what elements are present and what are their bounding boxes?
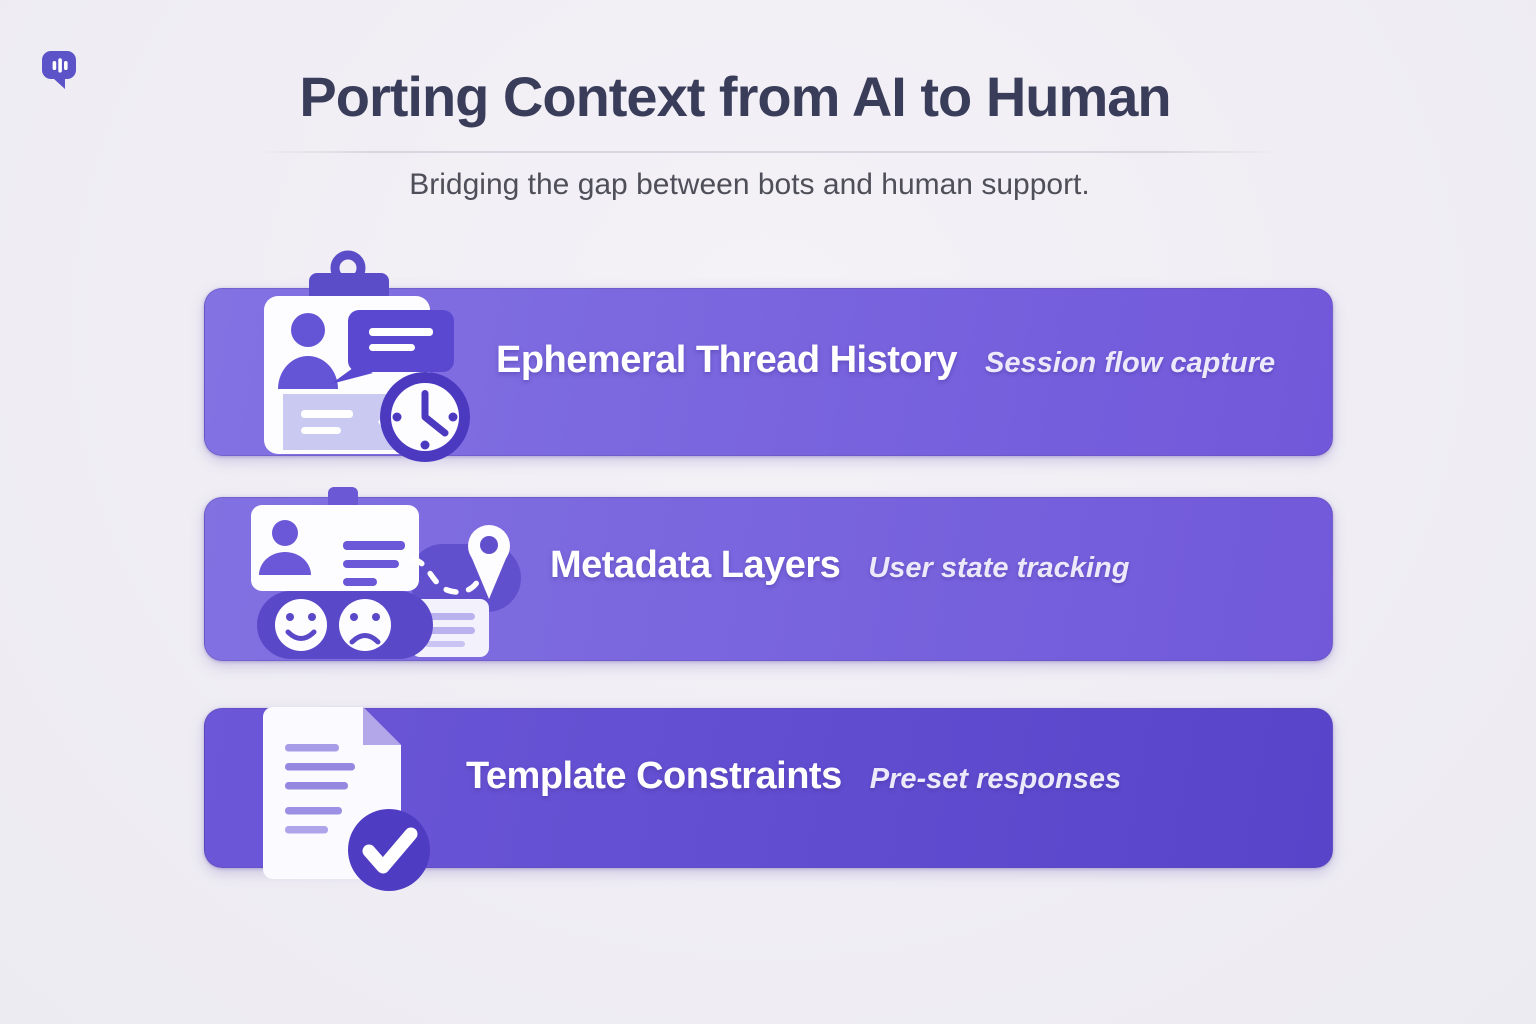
banner-subtitle: Session flow capture — [985, 347, 1276, 379]
user-avatar-icon — [272, 520, 298, 546]
banner-subtitle: Pre-set responses — [869, 763, 1122, 795]
document-checkmark-illustration — [263, 707, 430, 891]
clock-icon — [380, 372, 470, 462]
clipboard-chat-clock-illustration — [264, 250, 470, 462]
folded-corner — [363, 707, 401, 745]
feature-banner-metadata-layers: Metadata Layers User state tracking — [204, 487, 1333, 661]
location-pin-icon — [468, 525, 510, 599]
feature-banner-template-constraints: Template Constraints Pre-set responses — [204, 707, 1333, 891]
note-ribbon-icon — [283, 394, 399, 450]
page-title: Porting Context from AI to Human — [299, 65, 1171, 128]
happy-face-icon — [275, 599, 327, 651]
banner-title: Template Constraints — [466, 755, 842, 797]
header-divider — [250, 151, 1286, 153]
feature-banner-ephemeral-thread-history: Ephemeral Thread History Session flow ca… — [204, 250, 1333, 462]
chat-bubble-icon — [348, 310, 454, 372]
id-card-location-sentiment-illustration — [251, 487, 521, 659]
checkmark-badge-icon — [348, 809, 430, 891]
banner-subtitle: User state tracking — [868, 552, 1130, 584]
banner-title: Metadata Layers — [550, 544, 841, 586]
user-avatar-icon — [291, 313, 325, 347]
chat-bubble-equalizer-icon — [42, 51, 76, 89]
sad-face-icon — [339, 599, 391, 651]
banner-title: Ephemeral Thread History — [496, 339, 958, 381]
page-subtitle: Bridging the gap between bots and human … — [409, 168, 1090, 201]
